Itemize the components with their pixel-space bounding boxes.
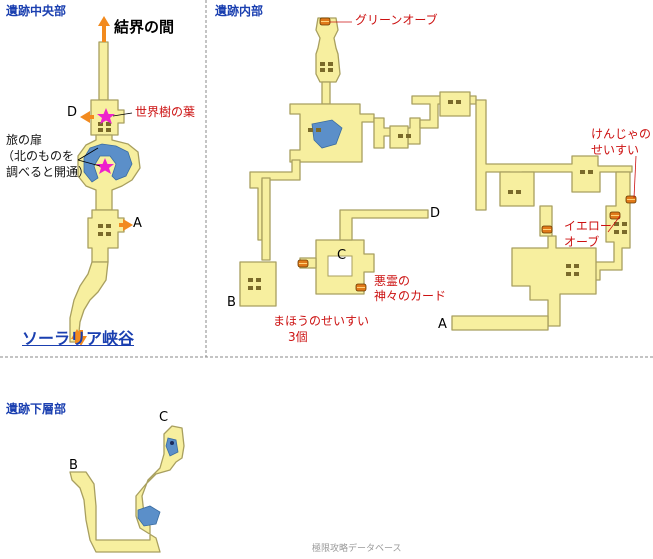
item-label-leaf: 世界樹の葉 [135,105,196,119]
lower-exit-b: B [69,458,78,473]
door-note-line3: 調べると開通） [6,165,91,179]
lower-exit-c: C [159,410,169,425]
section-title-central: 遺跡中央部 [6,4,67,18]
green-orb-chest-icon [319,17,331,26]
interior-exit-a: A [438,317,447,332]
item-label-mahou-line2: 3個 [288,330,308,344]
item-label-akuryo-line1: 悪霊の [374,274,411,288]
item-label-akuryo-line2: 神々のカード [374,289,447,303]
lower-map [69,425,185,553]
item-label-kenja-line1: けんじゃの [591,127,652,141]
exit-arrows [71,16,133,346]
door-note-line2: （北のものを [2,149,75,163]
leaf-star-icon [97,108,115,124]
section-dividers [0,0,653,358]
central-exit-a: A [133,216,142,231]
section-title-interior: 遺跡内部 [215,4,264,18]
akuryo-chest-icon [355,283,367,292]
central-exit-d: D [67,105,78,120]
destination-label-top: 結界の間 [114,18,175,36]
interior-exit-d: D [430,206,441,221]
middle-chest-icon [541,225,553,234]
interior-exit-b: B [227,295,236,310]
mahou-chest-icon [297,259,309,268]
section-title-lower: 遺跡下層部 [6,402,67,416]
interior-exit-c: C [337,248,347,263]
kenja-chest-icon [625,195,637,204]
interior-map [239,17,637,331]
item-label-yellow-orb-line2: オーブ [564,235,600,249]
item-label-mahou-line1: まほうのせいすい [273,314,370,328]
watermark: 極限攻略データベース [312,544,402,554]
central-map [69,16,141,346]
door-note-line1: 旅の扉 [6,133,43,147]
destination-label-bottom[interactable]: ソーラリア峡谷 [22,329,135,348]
item-label-kenja-line2: せいすい [591,143,640,157]
travel-door-star-icon [96,158,114,174]
item-label-yellow-orb-line1: イエロー [564,219,612,233]
item-label-green-orb: グリーンオーブ [355,13,438,27]
